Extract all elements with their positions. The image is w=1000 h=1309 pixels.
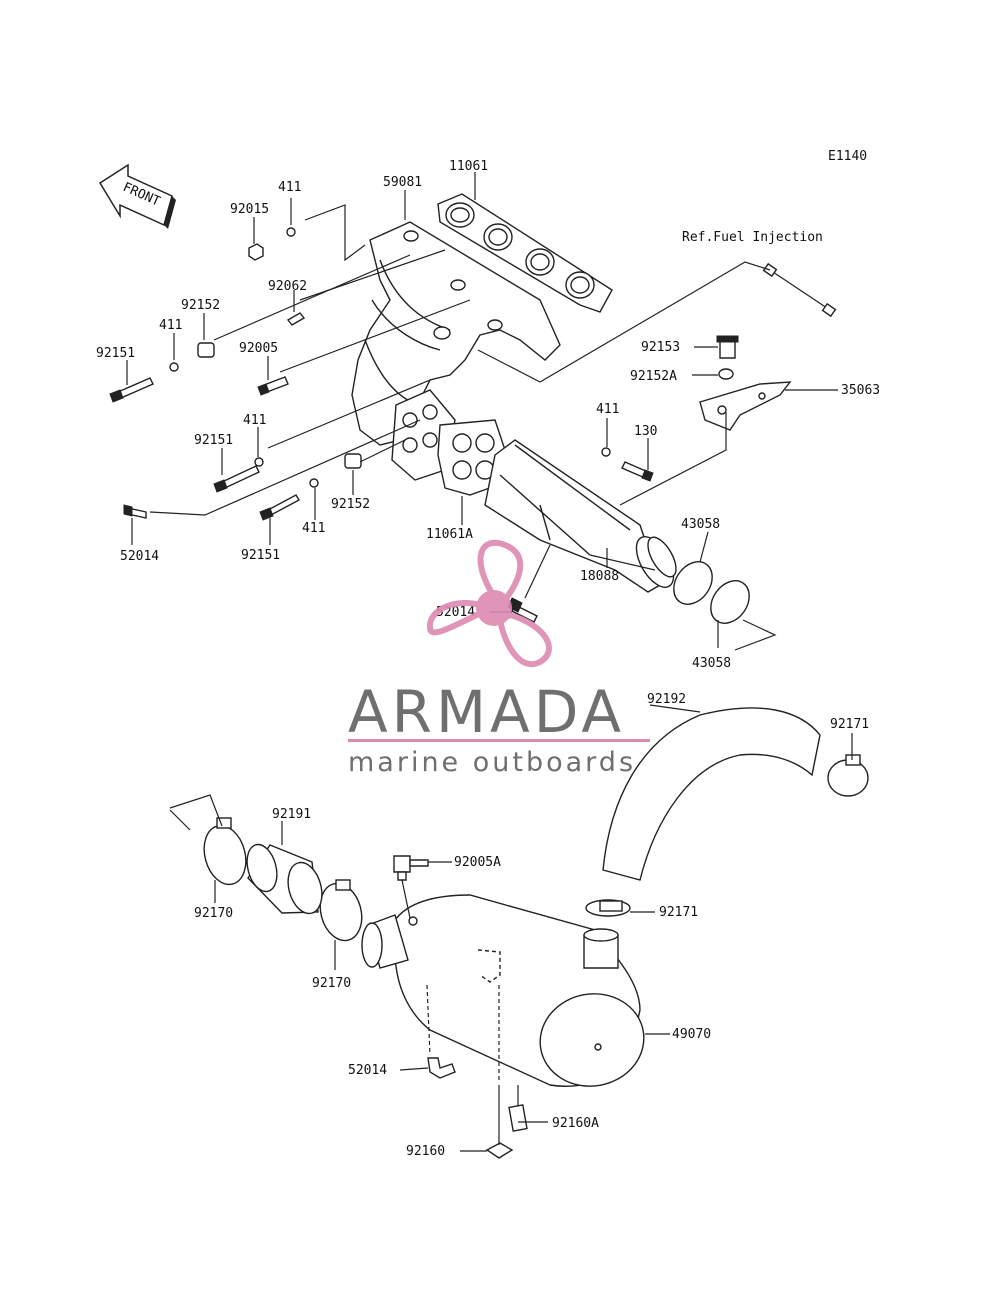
part-label-411-a: 411 bbox=[278, 180, 301, 195]
ref-fuel-injection-label: Ref.Fuel Injection bbox=[682, 230, 823, 245]
propeller-logo-icon bbox=[427, 540, 552, 668]
part-label-92152-b: 92152 bbox=[331, 497, 370, 512]
part-label-92171-b: 92171 bbox=[659, 905, 698, 920]
part-label-92152a: 92152A bbox=[630, 369, 677, 384]
part-label-18088: 18088 bbox=[580, 569, 619, 584]
gasket-11061 bbox=[437, 193, 613, 313]
part-label-43058-b: 43058 bbox=[692, 656, 731, 671]
part-label-92191: 92191 bbox=[272, 807, 311, 822]
part-label-411-b: 411 bbox=[159, 318, 182, 333]
gasket-11061a bbox=[437, 419, 506, 496]
part-label-411-c: 411 bbox=[243, 413, 266, 428]
part-label-11061a: 11061A bbox=[426, 527, 473, 542]
part-label-92151-b: 92151 bbox=[194, 433, 233, 448]
part-label-92171-a: 92171 bbox=[830, 717, 869, 732]
part-label-59081: 59081 bbox=[383, 175, 422, 190]
clamp-92171-a-screw bbox=[845, 754, 861, 766]
armada-watermark: ARMADA marine outboards bbox=[348, 540, 650, 778]
leader-lines bbox=[126, 172, 853, 1152]
sensor-connector bbox=[762, 262, 837, 318]
part-label-92151-c: 92151 bbox=[241, 548, 280, 563]
part-label-52014-c: 52014 bbox=[348, 1063, 387, 1078]
hose-92191 bbox=[246, 843, 323, 915]
label-92160 bbox=[485, 1142, 514, 1159]
part-label-92015: 92015 bbox=[230, 202, 269, 217]
part-label-11061: 11061 bbox=[449, 159, 488, 174]
part-label-411-e: 411 bbox=[596, 402, 619, 417]
part-label-52014-a: 52014 bbox=[120, 549, 159, 564]
part-label-92160a: 92160A bbox=[552, 1116, 599, 1131]
part-label-35063: 35063 bbox=[841, 383, 880, 398]
clamp-92170-a bbox=[203, 824, 247, 886]
label-92160a bbox=[508, 1104, 528, 1132]
clamp-92170-b bbox=[319, 882, 363, 942]
watermark-divider bbox=[348, 739, 650, 742]
part-label-92170-a: 92170 bbox=[194, 906, 233, 921]
o-ring-43058-b bbox=[710, 580, 750, 624]
part-label-92153: 92153 bbox=[641, 340, 680, 355]
part-label-130: 130 bbox=[634, 424, 657, 439]
exhaust-pipe-18088 bbox=[484, 439, 677, 593]
part-label-92152-a: 92152 bbox=[181, 298, 220, 313]
part-label-92151-a: 92151 bbox=[96, 346, 135, 361]
diagram-code: E1140 bbox=[828, 149, 867, 164]
part-label-411-d: 411 bbox=[302, 521, 325, 536]
clamp-92171-b bbox=[585, 899, 631, 917]
clamp-92170-b-screw bbox=[335, 879, 351, 891]
fitting-52014-lower bbox=[427, 1057, 456, 1079]
part-label-43058-a: 43058 bbox=[681, 517, 720, 532]
bracket-35063 bbox=[699, 381, 792, 431]
o-ring-43058-a bbox=[673, 561, 713, 605]
part-label-92005: 92005 bbox=[239, 341, 278, 356]
muffler-49070 bbox=[361, 894, 645, 1087]
front-arrow-icon: FRONT bbox=[98, 163, 176, 229]
watermark-title: ARMADA bbox=[348, 678, 625, 746]
clamp-92170-a-screw bbox=[216, 817, 232, 829]
clamp-92171-b-screw bbox=[599, 900, 623, 912]
fitting-92005a bbox=[393, 855, 429, 881]
part-label-92005a: 92005A bbox=[454, 855, 501, 870]
part-label-92192: 92192 bbox=[647, 692, 686, 707]
part-label-92062: 92062 bbox=[268, 279, 307, 294]
hose-92192 bbox=[602, 707, 821, 881]
part-label-92170-b: 92170 bbox=[312, 976, 351, 991]
part-label-92160: 92160 bbox=[406, 1144, 445, 1159]
watermark-subtitle: marine outboards bbox=[348, 747, 636, 778]
part-label-49070: 49070 bbox=[672, 1027, 711, 1042]
